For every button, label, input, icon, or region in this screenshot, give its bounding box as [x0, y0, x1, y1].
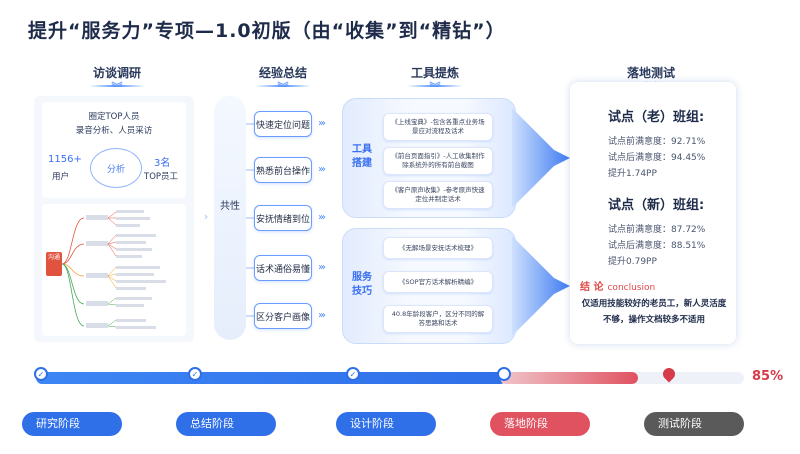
old-group-title: 试点（老）班组:: [608, 110, 705, 125]
skill-card: 《SOP官方话术解析精编》: [383, 271, 493, 293]
interview-panel: 圈定TOP人员 录音分析、人员采访 分析 1156+ 用户 3名 TOP员工 沟…: [34, 96, 194, 342]
tool-card: 《上线宝典》-包含各重点业务场景应对流程及话术: [383, 113, 493, 141]
analysis-ring: [90, 148, 142, 188]
conclusion-en: conclusion: [607, 283, 656, 293]
heading-testing: 落地测试: [614, 64, 688, 87]
staff-label: TOP员工: [144, 172, 179, 182]
new-group-title: 试点（新）班组:: [608, 198, 705, 213]
chevron-down-icon: ︾: [111, 81, 123, 94]
triple-arrow-icon: ›››: [318, 310, 326, 321]
tool-card: 《客户原声收集》-参考原声快速定位并制定话术: [383, 181, 493, 209]
stage-research: 研究阶段: [22, 412, 122, 436]
tag-quick-locate: 快速定位问题: [254, 111, 312, 137]
testing-panel: 试点（老）班组: 试点前满意度：92.71% 试点后满意度：94.45% 提升1…: [570, 82, 736, 344]
triple-arrow-icon: ›››: [318, 212, 326, 223]
service-skill-group: 服务技巧 《无解场景安抚话术梳理》 《SOP官方话术解析精编》 40.8年龄段客…: [342, 228, 516, 344]
page-title: 提升“服务力”专项—1.0初版（由“收集”到“精钻”）: [28, 20, 506, 42]
heading-tools: 工具提炼: [398, 64, 472, 87]
tool-building-group: 工具搭建 《上线宝典》-包含各重点业务场景应对流程及话术 《前台页面指引》-人工…: [342, 98, 516, 218]
user-label: 用户: [52, 172, 70, 182]
milestone-check-icon: ✓: [188, 367, 202, 381]
stage-summary: 总结阶段: [176, 412, 276, 436]
old-improvement: 提升1.74PP: [608, 169, 657, 179]
tag-plain-language: 话术通俗易懂: [254, 255, 312, 281]
analysis-label: 分析: [106, 165, 125, 175]
tag-soothe-emotion: 安抚情绪到位: [254, 205, 312, 231]
chevron-right-icon: ›: [203, 210, 209, 223]
conclusion-title: 结 论: [580, 282, 604, 293]
stage-landing: 落地阶段: [490, 412, 590, 436]
tool-card: 《前台页面指引》-人工收集制作除系统外的所有前台截图: [383, 147, 493, 175]
chevron-down-icon: ︾: [429, 81, 441, 94]
old-after-rate: 试点后满意度：94.45%: [608, 153, 706, 163]
milestone-current-icon: [497, 367, 511, 381]
interview-text-2: 录音分析、人员采访: [75, 126, 153, 136]
heading-interview: 访谈调研: [80, 64, 154, 87]
stage-testing: 测试阶段: [644, 412, 744, 436]
mindmap-branches: [61, 210, 166, 329]
tag-customer-profile: 区分客户画像: [254, 303, 312, 329]
new-before-rate: 试点前满意度：87.72%: [608, 225, 706, 235]
progress-percent: 85%: [752, 369, 784, 384]
mindmap-image: 沟通: [42, 204, 186, 336]
mindmap-root: 沟通: [46, 252, 62, 276]
chevron-down-icon: ︾: [277, 81, 289, 94]
old-before-rate: 试点前满意度：92.71%: [608, 137, 706, 147]
conclusion-text: 仅适用技能较好的老员工，新人灵活度不够，操作文档较多不适用: [581, 299, 727, 325]
skill-card: 40.8年龄段客户，区分不同的解答思路和话术: [383, 305, 493, 333]
progress-fill-current: [500, 372, 638, 384]
progress-fill-done: [36, 372, 506, 384]
milestone-check-icon: ✓: [34, 367, 48, 381]
service-skill-label: 服务技巧: [352, 272, 372, 297]
triple-arrow-icon: ›››: [318, 262, 326, 273]
progress-track: [36, 372, 744, 384]
tool-building-label: 工具搭建: [352, 144, 372, 169]
milestone-check-icon: ✓: [346, 367, 360, 381]
interview-summary: 圈定TOP人员 录音分析、人员采访 分析 1156+ 用户 3名 TOP员工: [42, 102, 186, 198]
commonality-bar: 共性: [214, 96, 246, 340]
new-after-rate: 试点后满意度：88.51%: [608, 241, 706, 251]
funnel-arrow-icon: [512, 236, 570, 336]
staff-count: 3名: [154, 158, 171, 169]
skill-card: 《无解场景安抚话术梳理》: [383, 237, 493, 259]
stage-design: 设计阶段: [336, 412, 436, 436]
tag-front-operation: 熟悉前台操作: [254, 157, 312, 183]
triple-arrow-icon: ›››: [318, 164, 326, 175]
user-count: 1156+: [48, 154, 82, 165]
commonality-label: 共性: [220, 201, 240, 212]
heading-experience: 经验总结: [246, 64, 320, 87]
funnel-arrow-icon: [512, 108, 570, 208]
new-improvement: 提升0.79PP: [608, 257, 657, 267]
interview-text-1: 圈定TOP人员: [88, 112, 140, 122]
triple-arrow-icon: ›››: [318, 118, 326, 129]
tag-connectors: [246, 123, 254, 317]
